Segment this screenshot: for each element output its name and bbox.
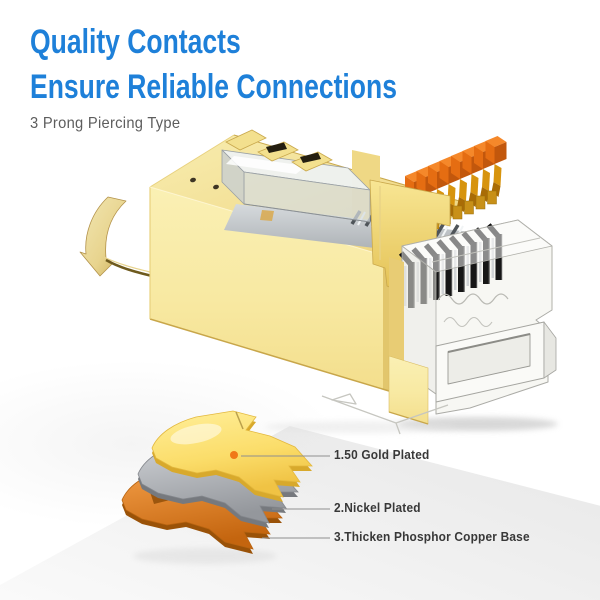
subtitle: 3 Prong Piercing Type — [30, 115, 181, 132]
gold-layer — [151, 410, 313, 502]
latch-strap — [79, 196, 153, 278]
contact-layers-diagram — [121, 410, 313, 564]
strain-latch-wire — [321, 393, 449, 435]
title-line-2: Ensure Reliable Connections — [30, 68, 397, 106]
callout-lines — [241, 455, 330, 539]
callout-nickel-plated: 2.Nickel Plated — [334, 501, 421, 515]
callout-gold-plated: 1.50 Gold Plated — [334, 448, 430, 462]
header: Quality Contacts Ensure Reliable Connect… — [30, 20, 500, 133]
shield-side-foot — [388, 257, 429, 425]
comb-tooth-gap — [434, 222, 446, 237]
load-bar — [221, 149, 371, 223]
comb-tooth-highlight — [441, 223, 450, 238]
gold-marker-dot — [230, 451, 238, 459]
diagram-shadow — [133, 548, 277, 564]
shield-tabs — [257, 141, 333, 172]
ground-shadow — [265, 417, 558, 433]
piercing-contact — [485, 136, 507, 205]
callout-copper-base: 3.Thicken Phosphor Copper Base — [334, 530, 530, 544]
title-line-1: Quality Contacts — [30, 23, 241, 61]
plug-body-front — [401, 219, 557, 403]
